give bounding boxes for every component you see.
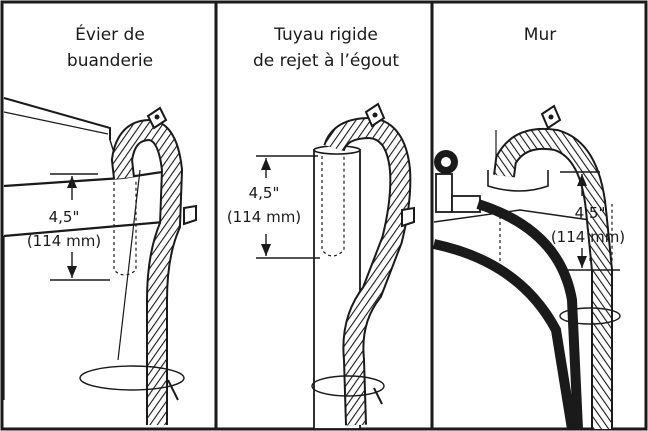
panel-wall: Mur [432,25,625,430]
panel-title-line: Évier de [75,23,145,45]
panel-standpipe: Tuyau rigide de rejet à l’égout 4,5" (11… [227,25,415,430]
tie-strap [311,375,385,397]
dimension-mm: (114 mm) [227,208,301,226]
tie-strap [79,365,185,391]
panel-title-line: Tuyau rigide [273,25,378,45]
panel-title-line: Mur [524,25,556,45]
drain-hose [325,118,410,426]
drain-hose [495,130,611,429]
panel-laundry-sink: Évier de buanderie 4,5" (114 m [3,23,197,425]
faucet-icon [434,150,481,213]
panel-title-line: buanderie [67,51,153,71]
dimension-inches: 4,5" [575,204,606,222]
panel-title-line: de rejet à l’égout [253,51,399,71]
dimension-mm: (114 mm) [27,232,101,250]
drain-hose [112,120,182,425]
inlet-hose [476,199,583,430]
inlet-hose [432,239,577,430]
dimension-inches: 4,5" [249,184,280,202]
tie-strap [559,307,621,325]
dimension-mm: (114 mm) [551,228,625,246]
dimension-inches: 4,5" [49,208,80,226]
